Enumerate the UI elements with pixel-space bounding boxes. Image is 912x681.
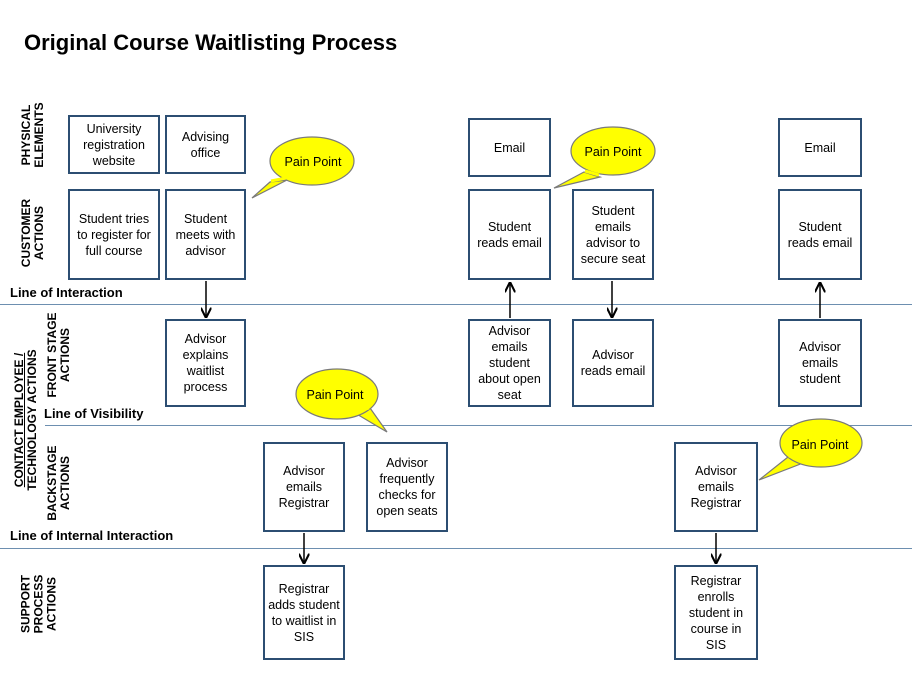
box-registrar-enrolls: Registrar enrolls student in course in S… (674, 565, 758, 660)
line-of-internal-interaction (0, 548, 912, 549)
box-advisor-checks-seats: Advisor frequently checks for open seats (366, 442, 448, 532)
pain-point-label-2: Pain Point (584, 145, 642, 159)
page-title: Original Course Waitlisting Process (24, 30, 398, 55)
box-advisor-emails-student: Advisor emails student (778, 319, 862, 407)
box-advisor-explains: Advisor explains waitlist process (165, 319, 246, 407)
box-student-reads-email-2: Student reads email (778, 189, 862, 280)
pain-point-label-1: Pain Point (284, 155, 342, 169)
pain-point-bubble-2 (553, 126, 656, 189)
line-of-internal-interaction-label: Line of Internal Interaction (10, 528, 174, 543)
box-student-meets: Student meets with advisor (165, 189, 246, 280)
box-student-tries: Student tries to register for full cours… (68, 189, 160, 280)
box-registrar-adds-waitlist: Registrar adds student to waitlist in SI… (263, 565, 345, 660)
line-of-visibility-label: Line of Visibility (44, 406, 144, 421)
box-advisor-emails-open-seat: Advisor emails student about open seat (468, 319, 551, 407)
box-advisor-emails-registrar-2: Advisor emails Registrar (674, 442, 758, 532)
box-email-2: Email (778, 118, 862, 177)
box-student-reads-email-1: Student reads email (468, 189, 551, 280)
pain-point-bubble-4 (758, 418, 863, 481)
box-advisor-emails-registrar-1: Advisor emails Registrar (263, 442, 345, 532)
line-of-interaction-label: Line of Interaction (10, 285, 123, 300)
box-registration-website: University registration website (68, 115, 160, 174)
pain-point-bubble-1 (251, 136, 355, 199)
line-of-visibility (45, 425, 912, 426)
box-advising-office: Advising office (165, 115, 246, 174)
pain-point-label-4: Pain Point (791, 438, 849, 452)
box-email-1: Email (468, 118, 551, 177)
pain-point-label-3: Pain Point (306, 388, 364, 402)
box-advisor-reads-email: Advisor reads email (572, 319, 654, 407)
line-of-interaction (0, 304, 912, 305)
box-student-emails-advisor: Student emails advisor to secure seat (572, 189, 654, 280)
pain-point-bubble-3 (295, 368, 388, 433)
